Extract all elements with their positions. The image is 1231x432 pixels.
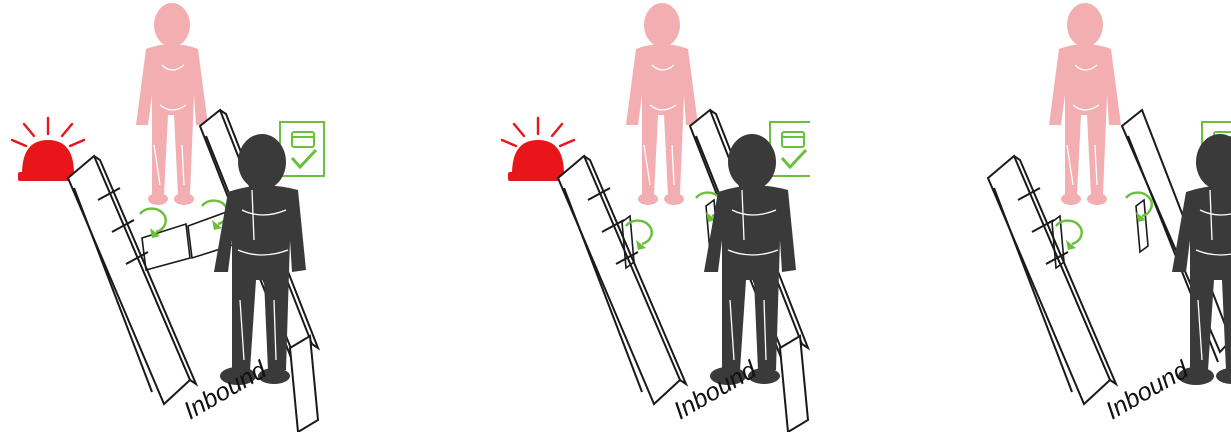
tailgater-figure [1049,3,1121,205]
rotation-arrow-icon [626,221,652,250]
rotation-arrow-icon [1126,193,1152,222]
direction-label: Inbound [1101,355,1194,425]
alarm-light-icon [502,118,574,181]
card-verified-icon [770,122,810,176]
swing-doors [622,200,718,268]
direction-label: Inbound [179,355,272,425]
card-verified-icon [280,122,324,176]
tailgater-figure [136,3,208,205]
left-gate-cabinet [68,156,196,404]
gate-scene-2: Inbound [410,0,810,432]
direction-label: Inbound [669,355,762,425]
alarm-light-icon [12,118,84,181]
tailgater-figure [626,3,698,205]
rotation-arrow-icon [1056,221,1082,250]
gate-scene-3: Inbound [840,0,1231,432]
rotation-arrow-icon [140,209,166,238]
swing-doors [1052,200,1148,268]
left-gate-cabinet [558,156,686,404]
gate-scene-1: Inbound [0,0,400,432]
